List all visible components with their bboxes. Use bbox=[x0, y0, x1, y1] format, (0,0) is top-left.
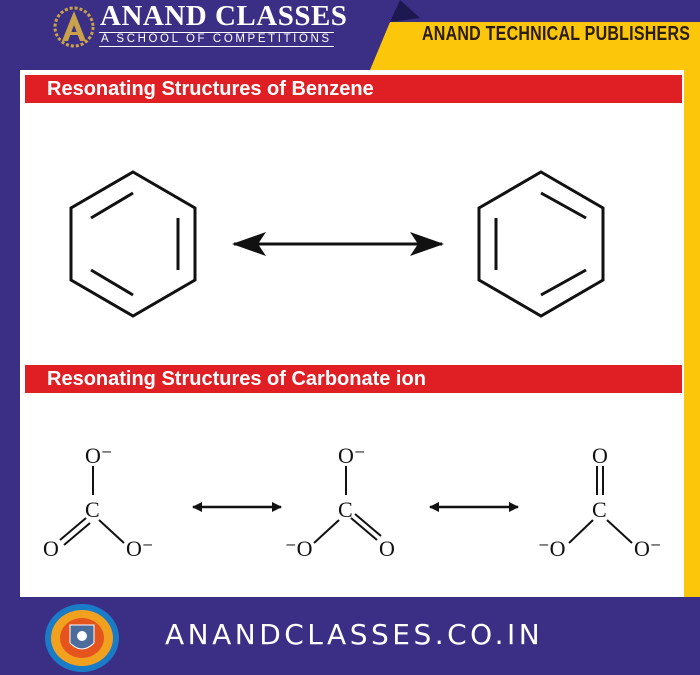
atom-right: O⁻ bbox=[634, 536, 662, 561]
carbonate-structure-1-atoms: O⁻ C O O⁻ bbox=[43, 443, 154, 561]
atom-left: O bbox=[43, 536, 59, 561]
benzene-structure-2 bbox=[477, 170, 605, 318]
carbonate-structure-2-atoms: O⁻ C ⁻O O bbox=[285, 443, 395, 561]
atom-center: C bbox=[85, 497, 100, 522]
publisher-name: ANAND TECHNICAL PUBLISHERS bbox=[422, 23, 691, 45]
anand-classes-logo-icon bbox=[53, 6, 95, 48]
carbonate-structure-2 bbox=[313, 466, 382, 544]
benzene-structure-1 bbox=[69, 170, 197, 318]
atom-right: O⁻ bbox=[126, 536, 154, 561]
atom-center: C bbox=[338, 497, 353, 522]
content-panel bbox=[20, 70, 684, 597]
carbonate-structure-1 bbox=[59, 466, 125, 546]
atom-top: O⁻ bbox=[85, 443, 113, 468]
website-url[interactable]: ANANDCLASSES.CO.IN bbox=[165, 618, 544, 651]
atom-left: ⁻O bbox=[538, 536, 566, 561]
atom-right: O bbox=[379, 536, 395, 561]
section-title-carbonate: Resonating Structures of Carbonate ion bbox=[25, 365, 682, 393]
atom-top: O bbox=[592, 443, 608, 468]
carbonate-structure-3 bbox=[568, 466, 633, 544]
atom-center: C bbox=[592, 497, 607, 522]
atom-left: ⁻O bbox=[285, 536, 313, 561]
section-title-benzene: Resonating Structures of Benzene bbox=[25, 75, 682, 103]
brand-name: ANAND CLASSES bbox=[100, 0, 348, 32]
footer-seal-icon bbox=[45, 604, 119, 672]
atom-top: O⁻ bbox=[338, 443, 366, 468]
carbonate-structure-3-atoms: O C ⁻O O⁻ bbox=[538, 443, 662, 561]
tagline: A SCHOOL OF COMPETITIONS bbox=[99, 32, 334, 47]
